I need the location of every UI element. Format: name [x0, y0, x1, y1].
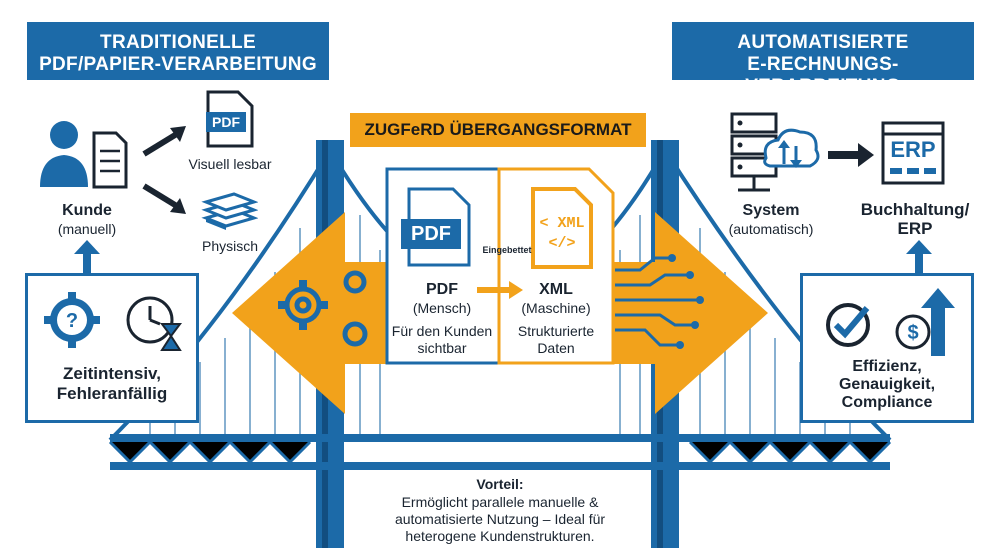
arrow-right-icon: [828, 143, 874, 167]
physisch-label: Physisch: [201, 238, 259, 254]
zugferd-document: PDF < XML </> Eingebettet PDF (Mensch) F…: [385, 167, 615, 365]
eingebettet-label: Eingebettet: [482, 245, 532, 255]
question-gear-icon: ?: [44, 292, 100, 348]
left-header-line2: PDF/PAPIER-VERARBEITUNG: [39, 54, 317, 75]
arrow-down-right-icon: [142, 183, 186, 214]
pdf-file-icon: PDF: [204, 90, 254, 148]
center-xml-icon-line2: </>: [548, 235, 576, 252]
kunde-label: Kunde: [62, 202, 112, 219]
svg-text:$: $: [907, 322, 918, 344]
svg-text:?: ?: [66, 310, 78, 332]
system-label: System: [742, 202, 800, 219]
center-pdf-desc2: sichtbar: [417, 340, 467, 356]
center-pdf-desc1: Für den Kunden: [391, 323, 493, 339]
left-header: TRADITIONELLE PDF/PAPIER-VERARBEITUNG: [27, 22, 329, 80]
left-box-line2: Fehleranfällig: [56, 384, 168, 403]
right-header-line1: AUTOMATISIERTE: [737, 32, 909, 53]
vorteil-title: Vorteil:: [472, 476, 528, 493]
dollar-growth-icon: $: [895, 288, 955, 356]
checkmark-icon: [826, 303, 870, 347]
center-title: ZUGFeRD ÜBERGANGSFORMAT: [350, 113, 646, 147]
vorteil-line2: automatisierte Nutzung – Ideal für: [394, 511, 606, 527]
right-up-arrow-icon: [906, 240, 932, 276]
center-xml-desc2: Daten: [537, 340, 575, 356]
center-pdf-label: PDF: [426, 281, 458, 298]
left-header-line1: TRADITIONELLE: [100, 32, 256, 53]
kunde-sub-label: (manuell): [57, 221, 117, 237]
center-xml-sub: (Maschine): [521, 300, 591, 316]
left-outcome-box: ? Zeitintensiv, Fehleranfällig: [25, 273, 199, 423]
user-document-icon: [40, 121, 128, 189]
pdf-file-icon-text: PDF: [212, 114, 240, 130]
erp-window-icon: ERP: [880, 120, 946, 186]
clock-hourglass-icon: [126, 296, 182, 351]
center-xml-icon-line1: < XML: [539, 215, 585, 232]
center-xml-label: XML: [539, 281, 573, 298]
vorteil-block: Vorteil: Ermöglicht parallele manuelle &…: [360, 476, 640, 545]
right-box-line2: Genauigkeit,: [838, 376, 936, 393]
system-sub-label: (automatisch): [728, 221, 814, 237]
right-header: AUTOMATISIERTE E-RECHNUNGS-VERARBEITUNG: [672, 22, 974, 97]
buchhaltung-line2: ERP: [897, 219, 933, 238]
erp-icon-text: ERP: [890, 137, 936, 162]
buchhaltung-line1: Buchhaltung/: [860, 200, 970, 219]
vorteil-line1: Ermöglicht parallele manuelle &: [401, 494, 599, 510]
right-header-line2: E-RECHNUNGS-VERARBEITUNG: [745, 54, 901, 97]
right-box-line1: Effizienz,: [852, 358, 922, 375]
left-up-arrow-icon: [74, 240, 100, 276]
right-box-line3: Compliance: [841, 394, 933, 411]
right-outcome-box: $ Effizienz, Genauigkeit, Compliance: [800, 273, 974, 423]
center-xml-desc1: Strukturierte: [517, 323, 595, 339]
visuell-label: Visuell lesbar: [188, 156, 272, 172]
arrow-up-right-icon: [142, 126, 186, 157]
server-cloud-icon: [730, 112, 820, 192]
left-box-line1: Zeitintensiv,: [63, 364, 161, 383]
center-pdf-sub: (Mensch): [412, 300, 472, 316]
center-pdf-icon-text: PDF: [411, 223, 451, 245]
paper-stack-icon: [201, 192, 258, 230]
vorteil-line3: heterogene Kundenstrukturen.: [405, 528, 595, 544]
